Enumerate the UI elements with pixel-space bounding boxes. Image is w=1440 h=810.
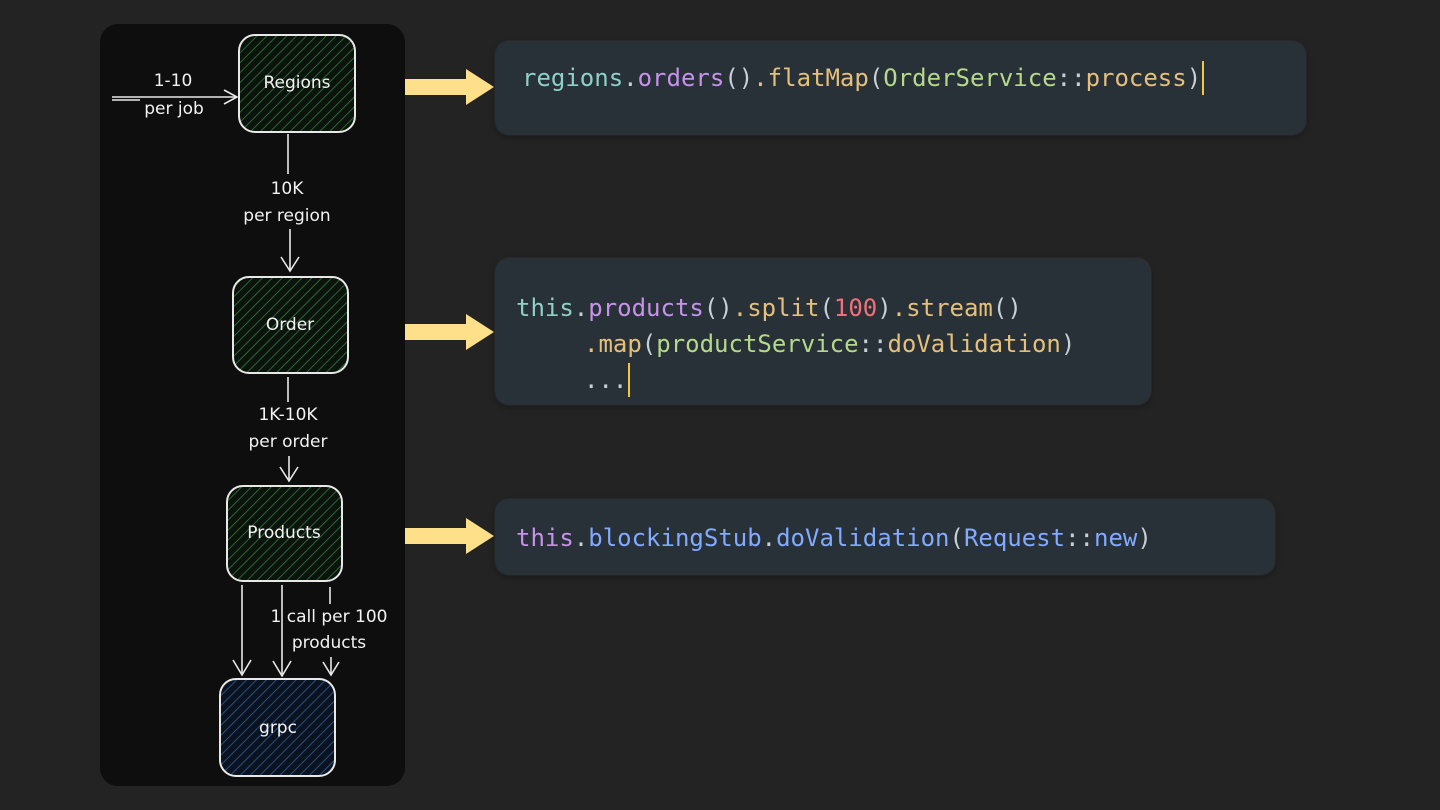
code-token: :: — [1056, 64, 1086, 92]
edge-regions-order — [280, 134, 300, 273]
code-token: this — [516, 294, 574, 322]
code-token: ( — [641, 330, 657, 358]
code-token: ) — [1060, 330, 1076, 358]
code-token: . — [573, 294, 589, 322]
code-token: OrderService — [883, 64, 1057, 92]
code-token: () — [703, 294, 733, 322]
code-token: :: — [858, 330, 888, 358]
code-line: this.blockingStub.doValidation(Request::… — [516, 521, 1152, 555]
products-node[interactable]: Products — [226, 485, 343, 582]
code-token: . — [573, 524, 589, 552]
edge-label-regions-order-line1: 10K — [271, 179, 305, 199]
edge-label-order-products-line2: per order — [249, 432, 328, 452]
code-token: regions — [522, 64, 624, 92]
code-token: orders — [637, 64, 725, 92]
code-token: doValidation — [776, 524, 950, 552]
code-line: .map(productService::doValidation) — [584, 327, 1075, 361]
edge-order-products — [279, 377, 299, 483]
code-token: :: — [1065, 524, 1094, 552]
text-cursor — [628, 363, 631, 397]
code-token: ) — [877, 294, 892, 322]
arrow-order-to-code — [405, 314, 494, 350]
order-node-label: Order — [266, 315, 314, 335]
code-line: ... — [584, 363, 631, 397]
code-snippet-order: this.products().split(100).stream() .map… — [495, 258, 1151, 405]
code-token: Request — [963, 524, 1066, 552]
code-token: new — [1094, 524, 1138, 552]
code-token: .map — [584, 330, 642, 358]
edge-label-products-grpc-line1: 1 call per 100 — [271, 607, 388, 627]
edge-label-order-products-line1: 1K-10K — [258, 405, 318, 425]
code-token: 100 — [833, 294, 878, 322]
input-label-line1: 1-10 — [154, 71, 193, 91]
code-token: ) — [1137, 524, 1152, 552]
code-snippet-regions: regions.orders().flatMap(OrderService::p… — [495, 41, 1306, 135]
code-line: this.products().split(100).stream() — [516, 291, 1022, 325]
code-token: ... — [584, 366, 628, 394]
code-token: .stream — [891, 294, 993, 322]
input-label-line2: per job — [144, 99, 204, 119]
code-token: ) — [1186, 64, 1202, 92]
arrow-regions-to-code — [405, 69, 494, 105]
code-token: () — [724, 64, 754, 92]
code-token: ( — [868, 64, 884, 92]
code-token: ( — [949, 524, 964, 552]
code-token: .split — [732, 294, 820, 322]
code-token: products — [588, 294, 704, 322]
code-token: process — [1085, 64, 1187, 92]
arrow-products-to-code — [405, 518, 494, 554]
order-node[interactable]: Order — [232, 276, 349, 374]
code-token: blockingStub — [588, 524, 762, 552]
code-token: .flatMap — [753, 64, 869, 92]
code-token: . — [623, 64, 638, 92]
edge-label-regions-order-line2: per region — [243, 206, 330, 226]
regions-node-label: Regions — [263, 73, 330, 93]
products-node-label: Products — [247, 523, 321, 543]
text-cursor — [1202, 61, 1205, 95]
code-token: productService — [656, 330, 859, 358]
grpc-node[interactable]: grpc — [219, 678, 336, 777]
regions-node[interactable]: Regions — [238, 34, 356, 133]
grpc-node-label: grpc — [259, 718, 297, 738]
code-token: () — [992, 294, 1022, 322]
code-line: regions.orders().flatMap(OrderService::p… — [522, 61, 1205, 95]
flow-diagram: 1-10 per job Regions 10K per region Orde… — [112, 34, 388, 777]
edge-label-products-grpc-line2: products — [292, 633, 366, 653]
edge-products-grpc — [232, 585, 340, 678]
code-snippet-products: this.blockingStub.doValidation(Request::… — [495, 499, 1275, 575]
diagram-panel: 1-10 per job Regions 10K per region Orde… — [100, 24, 405, 786]
code-token: . — [761, 524, 777, 552]
code-token: this — [516, 524, 574, 552]
code-token: doValidation — [887, 330, 1061, 358]
code-token: ( — [819, 294, 834, 322]
input-arrow — [112, 89, 239, 105]
